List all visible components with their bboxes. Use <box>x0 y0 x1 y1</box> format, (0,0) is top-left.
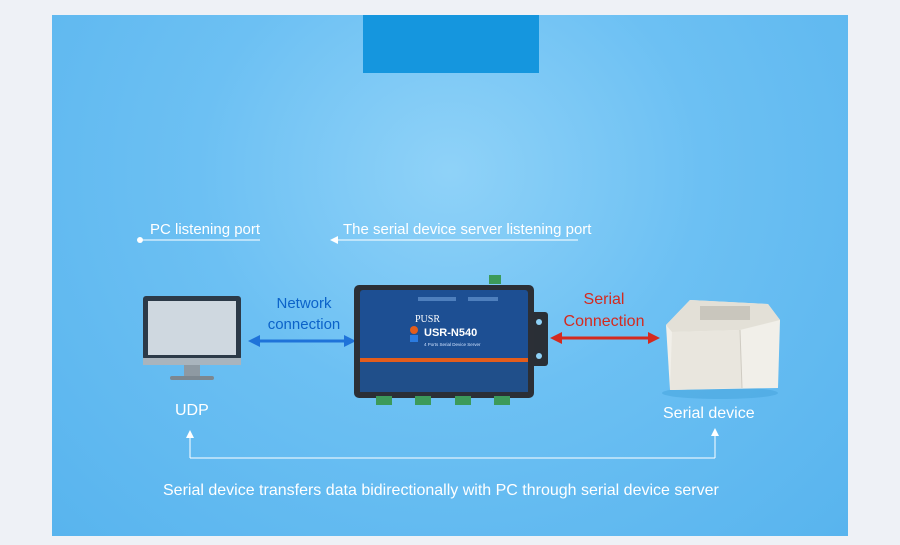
serial-label-line1: Serial <box>583 291 625 308</box>
serial-label-line2: Connection <box>563 313 645 330</box>
serial-connection-label: Serial Connection <box>556 289 652 333</box>
serial-device-label: Serial device <box>663 405 755 422</box>
server-port-label: The serial device server listening port <box>343 221 592 238</box>
network-label-line1: Network <box>276 295 332 312</box>
serial-printer-icon <box>662 300 780 399</box>
device-brand: PUSR <box>415 314 440 325</box>
bidirectional-bracket <box>186 428 719 459</box>
server-port-arrowhead <box>330 236 338 244</box>
network-label-line2: connection <box>267 316 341 333</box>
device-model: USR-N540 <box>424 327 477 339</box>
pc-port-label: PC listening port <box>150 221 261 238</box>
footer-caption: Serial device transfers data bidirection… <box>163 482 719 499</box>
device-server-icon <box>354 275 548 405</box>
header-tab <box>363 15 539 73</box>
serial-arrow <box>550 332 660 344</box>
network-connection-label: Network connection <box>258 293 350 335</box>
device-subtitle: 4 Ports Serial Device Server <box>424 342 481 347</box>
network-arrow <box>248 335 356 347</box>
udp-label: UDP <box>175 402 209 419</box>
diagram-panel <box>52 15 848 536</box>
pc-monitor-icon <box>143 296 241 380</box>
